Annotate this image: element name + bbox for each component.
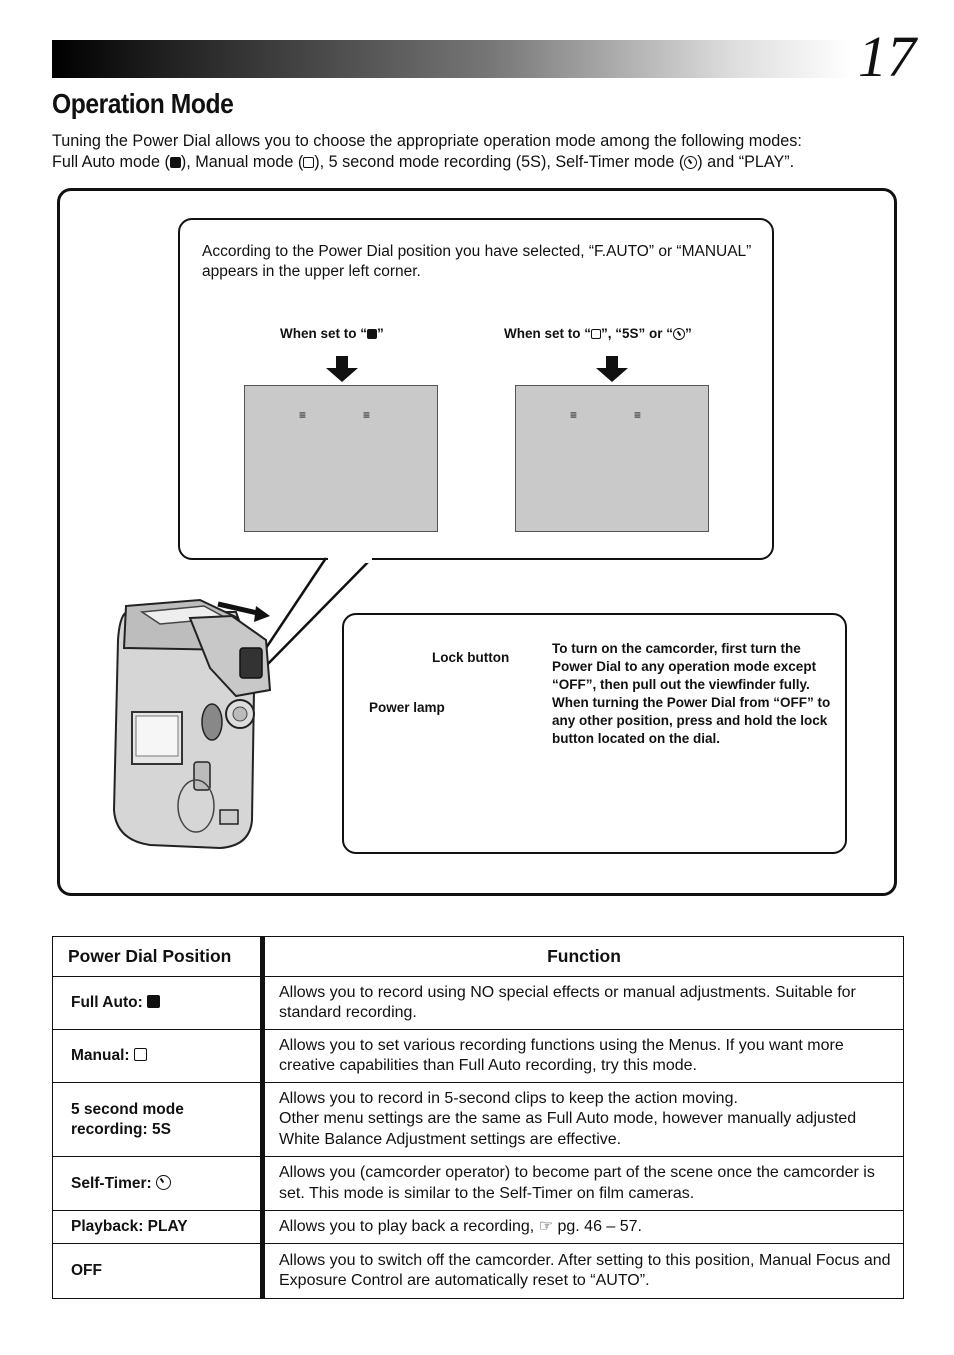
position-cell: Self-Timer:: [52, 1156, 265, 1211]
intro-paragraph: Tuning the Power Dial allows you to choo…: [52, 131, 922, 173]
screen-mark: ≡: [634, 408, 642, 422]
power-lamp-label: Power lamp: [369, 700, 445, 715]
screen-mark: ≡: [570, 408, 578, 422]
label-text: ”, “5S” or “: [601, 326, 674, 341]
full-auto-icon: [169, 157, 181, 168]
callout-pointer: [261, 557, 373, 671]
function-cell: Allows you to record using NO special ef…: [262, 976, 904, 1030]
table-row: Self-Timer: Allows you (camcorder operat…: [52, 1156, 904, 1211]
intro-text: ), 5 second mode recording (5S), Self-Ti…: [314, 153, 685, 171]
page-number: 17: [858, 24, 916, 89]
callout-text: According to the Power Dial position you…: [202, 243, 752, 280]
lock-button-label: Lock button: [432, 650, 510, 665]
position-cell: Full Auto:: [52, 976, 265, 1030]
self-timer-icon: [673, 328, 686, 340]
column-header-position: Power Dial Position: [52, 936, 265, 977]
right-screen-label: When set to “ ”, “5S” or “ ”: [504, 326, 692, 341]
position-label: 5 second mode recording: 5S: [71, 1100, 184, 1138]
page-reference: pg. 46 – 57.: [557, 1217, 642, 1235]
label-text: When set to “: [504, 326, 591, 341]
position-label: Full Auto:: [71, 994, 143, 1011]
column-header-function: Function: [262, 936, 904, 977]
position-label: Manual:: [71, 1047, 130, 1064]
viewfinder-screen-manual: ≡ ≡: [515, 385, 709, 532]
function-text: Other menu settings are the same as Full…: [279, 1110, 857, 1148]
function-cell: Allows you to set various recording func…: [262, 1029, 904, 1083]
power-dial-instructions: To turn on the camcorder, first turn the…: [552, 641, 831, 746]
manual-icon: [591, 329, 601, 339]
label-text: When set to “: [280, 326, 367, 341]
full-auto-icon: [367, 329, 377, 339]
page-title: Operation Mode: [52, 88, 234, 119]
table-header-row: Power Dial Position Function: [52, 936, 904, 977]
function-cell: Allows you (camcorder operator) to becom…: [262, 1156, 904, 1211]
label-text: ”: [685, 326, 692, 341]
down-arrow-icon: [326, 356, 358, 382]
table-row: 5 second mode recording: 5S Allows you t…: [52, 1082, 904, 1157]
function-cell: Allows you to play back a recording, ☞ p…: [262, 1210, 904, 1244]
camcorder-illustration: [112, 598, 272, 850]
table-row: Full Auto: Allows you to record using NO…: [52, 976, 904, 1030]
function-cell: Allows you to record in 5-second clips t…: [262, 1082, 904, 1157]
power-dial-inset: [342, 613, 847, 854]
function-text: Allows you to record in 5-second clips t…: [279, 1089, 738, 1107]
operation-mode-table: Power Dial Position Function Full Auto: …: [52, 936, 904, 1299]
position-cell: OFF: [52, 1243, 265, 1299]
manual-icon: [133, 1048, 147, 1061]
table-row: Playback: PLAY Allows you to play back a…: [52, 1210, 904, 1244]
screen-mark: ≡: [299, 408, 307, 422]
self-timer-icon: [156, 1174, 171, 1190]
table-row: OFF Allows you to switch off the camcord…: [52, 1243, 904, 1299]
function-cell: Allows you to switch off the camcorder. …: [262, 1243, 904, 1299]
manual-icon: [303, 157, 315, 168]
intro-text: Full Auto mode (: [52, 153, 170, 171]
intro-text: ), Manual mode (: [180, 153, 304, 171]
intro-line-1: Tuning the Power Dial allows you to choo…: [52, 132, 802, 150]
viewfinder-screen-full-auto: ≡ ≡: [244, 385, 438, 532]
pointing-hand-icon: ☞: [538, 1217, 554, 1235]
callout-pointer-gap: [328, 555, 372, 563]
function-text: Allows you to play back a recording,: [279, 1217, 539, 1235]
self-timer-icon: [684, 156, 698, 169]
intro-line-2: Full Auto mode ( ), Manual mode ( ), 5 sec…: [52, 152, 922, 173]
header-gradient-bar: [52, 40, 852, 78]
position-cell: 5 second mode recording: 5S: [52, 1082, 265, 1157]
full-auto-icon: [147, 995, 161, 1008]
table-row: Manual: Allows you to set various record…: [52, 1029, 904, 1083]
label-text: ”: [377, 326, 384, 341]
screen-mark: ≡: [363, 408, 371, 422]
intro-text: ) and “PLAY”.: [697, 153, 795, 171]
left-screen-label: When set to “ ”: [280, 326, 384, 341]
down-arrow-icon: [596, 356, 628, 382]
position-cell: Playback: PLAY: [52, 1210, 265, 1244]
illustration-frame: [57, 188, 897, 896]
position-cell: Manual:: [52, 1029, 265, 1083]
callout-pointer: [256, 557, 328, 661]
position-label: Self-Timer:: [71, 1174, 152, 1192]
